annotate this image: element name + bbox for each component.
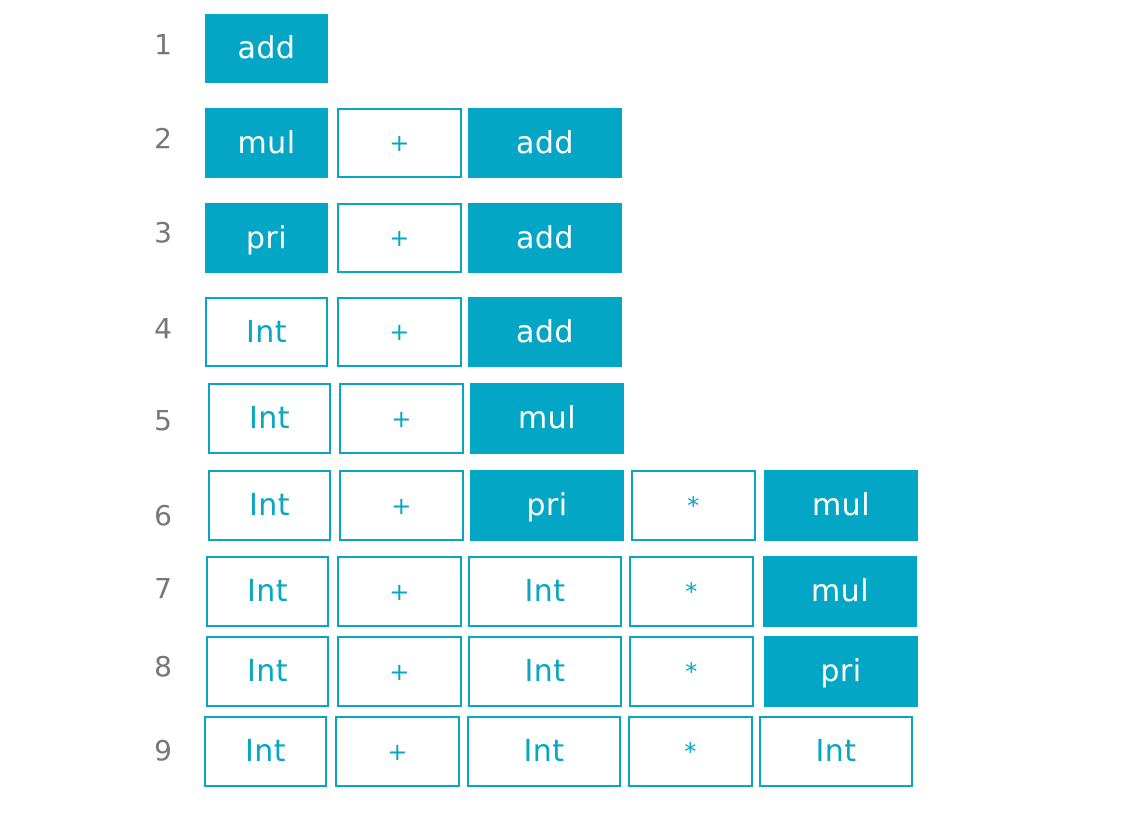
terminal-symbol: +: [337, 556, 462, 627]
nonterminal-symbol: add: [205, 14, 328, 83]
terminal-symbol: +: [335, 716, 460, 787]
nonterminal-symbol: pri: [205, 203, 328, 273]
terminal-symbol: +: [337, 636, 462, 707]
terminal-symbol: Int: [468, 556, 622, 627]
terminal-symbol: Int: [759, 716, 913, 787]
terminal-symbol: *: [629, 636, 754, 707]
nonterminal-symbol: pri: [764, 636, 918, 707]
terminal-symbol: Int: [208, 470, 331, 541]
nonterminal-symbol: add: [468, 108, 622, 178]
row-number: 8: [154, 650, 172, 683]
row-number: 4: [154, 312, 172, 345]
terminal-symbol: +: [337, 203, 462, 273]
row-number: 7: [154, 572, 172, 605]
terminal-symbol: +: [339, 383, 464, 454]
row-number: 5: [154, 404, 172, 437]
nonterminal-symbol: add: [468, 297, 622, 367]
terminal-symbol: *: [628, 716, 753, 787]
terminal-symbol: *: [629, 556, 754, 627]
terminal-symbol: +: [337, 108, 462, 178]
terminal-symbol: Int: [205, 297, 328, 367]
row-number: 1: [154, 28, 172, 61]
terminal-symbol: Int: [468, 636, 622, 707]
row-number: 9: [154, 734, 172, 767]
row-number: 3: [154, 216, 172, 249]
nonterminal-symbol: mul: [470, 383, 624, 454]
terminal-symbol: *: [631, 470, 756, 541]
terminal-symbol: Int: [204, 716, 327, 787]
terminal-symbol: +: [337, 297, 462, 367]
terminal-symbol: +: [339, 470, 464, 541]
terminal-symbol: Int: [206, 556, 329, 627]
nonterminal-symbol: mul: [764, 470, 918, 541]
row-number: 2: [154, 122, 172, 155]
terminal-symbol: Int: [208, 383, 331, 454]
terminal-symbol: Int: [206, 636, 329, 707]
nonterminal-symbol: mul: [763, 556, 917, 627]
nonterminal-symbol: add: [468, 203, 622, 273]
row-number: 6: [154, 499, 172, 532]
nonterminal-symbol: pri: [470, 470, 624, 541]
terminal-symbol: Int: [467, 716, 621, 787]
nonterminal-symbol: mul: [205, 108, 328, 178]
